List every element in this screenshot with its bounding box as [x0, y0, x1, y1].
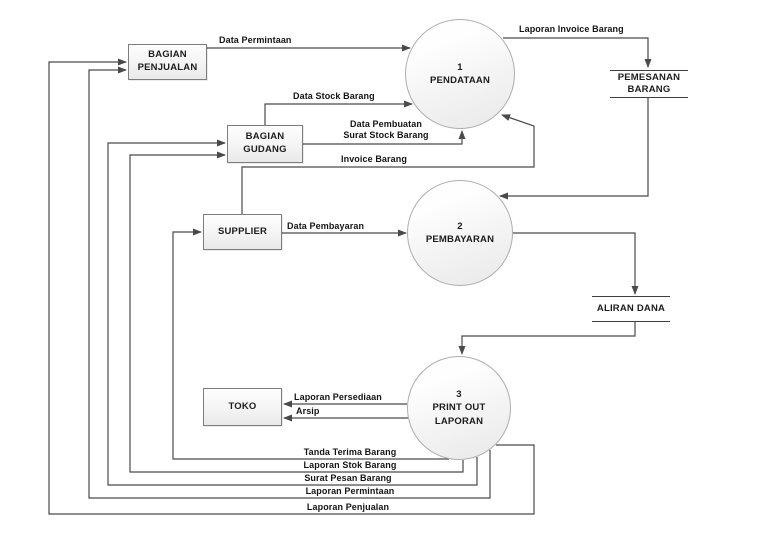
- flow-label-data-permintaan: Data Permintaan: [219, 35, 292, 45]
- flow-laporan-permintaan-line: [88, 66, 491, 499]
- process-3-number: 3: [456, 389, 462, 401]
- flow-invoice-barang-line: [241, 114, 535, 214]
- process-3-name: PRINT OUT LAPORAN: [432, 402, 486, 427]
- flow-aliran-dana-to-p3-line: [458, 322, 636, 355]
- flow-label-data-pembayaran: Data Pembayaran: [287, 221, 365, 231]
- flow-label-laporan-permintaan: Laporan Permintaan: [305, 486, 395, 496]
- process-1-pendataan: 1 PENDATAAN: [405, 19, 515, 129]
- flow-label-data-pembuatan-surat-stock-barang: Data Pembuatan Surat Stock Barang: [343, 119, 429, 141]
- flow-data-stock-barang-line: [264, 100, 413, 125]
- datastore-aliran-dana: ALIRAN DANA: [592, 296, 670, 322]
- flow-label-laporan-invoice-barang: Laporan Invoice Barang: [519, 24, 624, 34]
- flow-laporan-penjualan-line: [48, 58, 535, 515]
- process-1-number: 1: [457, 61, 463, 73]
- process-2-name: PEMBAYARAN: [425, 234, 495, 245]
- flow-data-pembuatan-surat-line: [303, 130, 466, 145]
- flow-p2-to-aliran-dana-line: [513, 232, 639, 295]
- entity-bagian-penjualan: BAGIAN PENJUALAN: [128, 44, 207, 80]
- flow-label-data-stock-barang: Data Stock Barang: [293, 91, 375, 101]
- process-2-pembayaran: 2 PEMBAYARAN: [407, 180, 513, 286]
- flow-label-arsip: Arsip: [296, 406, 320, 416]
- flow-tanda-terima-barang-line: [172, 228, 449, 460]
- flow-pemesanan-to-p2-line: [499, 97, 649, 200]
- datastore-pemesanan-barang: PEMESANAN BARANG: [610, 70, 688, 98]
- flow-label-laporan-persediaan: Laporan Persediaan: [294, 392, 382, 402]
- flow-label-surat-pesan-barang: Surat Pesan Barang: [304, 473, 392, 483]
- flow-surat-pesan-barang-line: [107, 139, 478, 486]
- entity-toko: TOKO: [203, 388, 282, 426]
- flow-label-invoice-barang: Invoice Barang: [341, 154, 407, 164]
- flow-laporan-stok-barang-line: [129, 151, 464, 473]
- process-1-name: PENDATAAN: [429, 75, 491, 86]
- flow-label-laporan-stok-barang: Laporan Stok Barang: [303, 460, 397, 470]
- process-2-number: 2: [457, 220, 463, 232]
- flow-label-tanda-terima-barang: Tanda Terima Barang: [303, 447, 397, 457]
- flow-label-laporan-penjualan: Laporan Penjualan: [306, 502, 390, 512]
- entity-supplier: SUPPLIER: [203, 214, 282, 250]
- flow-laporan-invoice-barang-line: [503, 37, 652, 68]
- process-3-print-out-laporan: 3 PRINT OUT LAPORAN: [407, 356, 511, 460]
- entity-bagian-gudang: BAGIAN GUDANG: [227, 125, 303, 163]
